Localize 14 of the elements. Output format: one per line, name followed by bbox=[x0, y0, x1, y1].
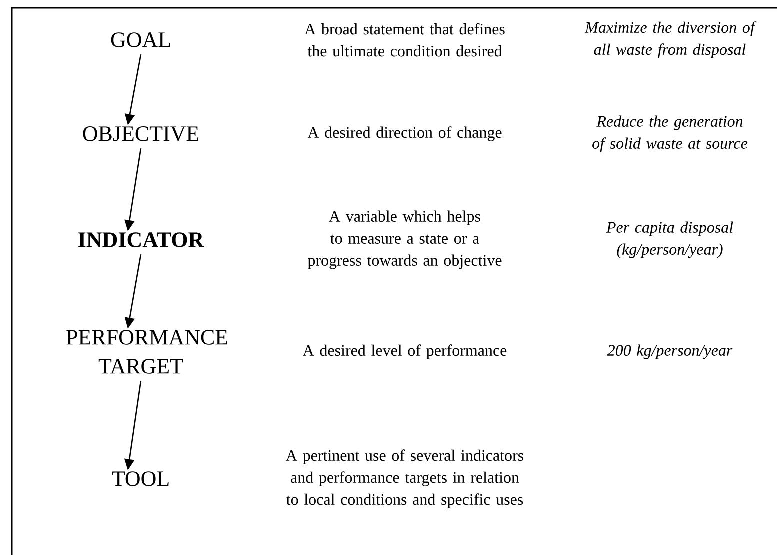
example-text: Per capita disposal (kg/person/year) bbox=[606, 222, 734, 258]
example-text: Reduce the generation of solid waste at source bbox=[592, 116, 748, 152]
term-text: PERFORMANCE TARGET bbox=[66, 330, 228, 374]
term-text: GOAL bbox=[111, 32, 170, 48]
term-text: OBJECTIVE bbox=[83, 126, 199, 142]
definition-text: A variable which helps to measure a state or a progress towards an objective bbox=[308, 210, 502, 270]
term-text: TOOL bbox=[112, 472, 169, 486]
definition-text: A pertinent use of several indicators and performance targets in relation to local conditions and specific uses bbox=[286, 450, 524, 508]
definition-text: A broad statement that defines the ultimate condition desired bbox=[304, 23, 505, 57]
example-text: 200 kg/person/year bbox=[607, 344, 733, 360]
term-text: INDICATOR bbox=[78, 232, 204, 248]
example-text: Maximize the diversion of all waste from disposal bbox=[584, 22, 757, 58]
definition-text: A desired direction of change bbox=[308, 126, 502, 142]
definition-text: A desired level of performance bbox=[302, 344, 507, 360]
